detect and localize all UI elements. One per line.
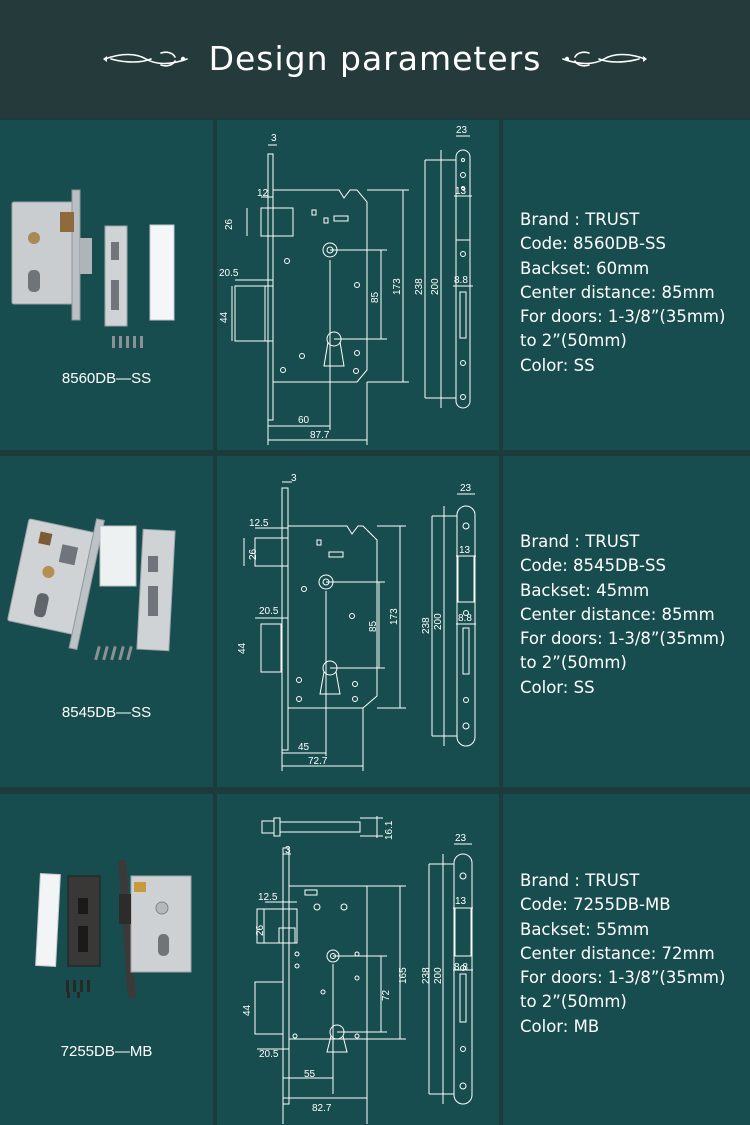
dim-label: 8.8: [458, 613, 472, 624]
technical-drawing-cell: 3 12.5 26 20.5 44 85 173 238 200 45 72.7…: [217, 456, 499, 787]
dim-label: 72.7: [308, 756, 328, 767]
product-photo-cell: 8545DB—SS: [0, 456, 213, 787]
specifications-cell: Brand : TRUST Code: 8560DB-SS Backset: 6…: [503, 120, 750, 450]
dim-label: 23: [460, 483, 472, 494]
page-title: Design parameters: [208, 39, 542, 78]
dim-label: 238: [421, 617, 432, 634]
dim-label: 87.7: [310, 430, 330, 441]
dim-label: 3: [271, 133, 277, 144]
product-photo-cell: 8560DB—SS: [0, 120, 213, 450]
dim-label: 13: [455, 896, 467, 907]
spec-center-distance: Center distance: 72mm: [520, 943, 715, 963]
spec-list: Brand : TRUST Code: 7255DB-MB Backset: 5…: [520, 869, 746, 1039]
dim-label: 44: [219, 311, 230, 323]
spec-doors-range: to 2”(50mm): [520, 653, 627, 673]
dim-label: 26: [255, 924, 266, 936]
dim-label: 12: [257, 188, 269, 199]
dim-label: 13: [455, 186, 467, 197]
spec-center-distance: Center distance: 85mm: [520, 604, 715, 624]
dim-label: 200: [433, 613, 444, 630]
page-header: Design parameters: [0, 0, 750, 117]
spec-doors-range: to 2”(50mm): [520, 331, 627, 351]
spec-backset: Backset: 60mm: [520, 258, 650, 278]
dim-label: 13: [459, 545, 471, 556]
spec-doors: For doors: 1-3/8”(35mm): [520, 968, 726, 988]
lock-technical-drawing: 16.1 3 12.5 26 44 20.5 72 165 238 200 55…: [242, 816, 473, 1124]
dim-label: 8.8: [454, 275, 468, 286]
dim-label: 173: [389, 608, 400, 625]
spec-doors: For doors: 1-3/8”(35mm): [520, 307, 726, 327]
dim-label: 82.7: [312, 1103, 332, 1114]
specifications-cell: Brand : TRUST Code: 7255DB-MB Backset: 5…: [503, 794, 750, 1125]
spec-color: Color: MB: [520, 1016, 600, 1036]
dim-label: 165: [398, 967, 409, 984]
product-photo-cell: 7255DB—MB: [0, 794, 213, 1125]
spec-code: Code: 7255DB-MB: [520, 895, 671, 915]
dim-label: 44: [242, 1004, 253, 1016]
dim-label: 60: [298, 415, 310, 426]
lock-photo-image: [7, 518, 176, 661]
dim-label: 45: [298, 742, 310, 753]
spec-color: Color: SS: [520, 355, 595, 375]
spec-backset: Backset: 55mm: [520, 919, 650, 939]
spec-doors: For doors: 1-3/8”(35mm): [520, 629, 726, 649]
lock-technical-drawing: 3 12 26 20.5 44 85 173 238 200 60 87.7 2…: [219, 125, 473, 445]
dim-label: 3: [285, 845, 291, 856]
dim-label: 85: [368, 620, 379, 632]
spec-brand: Brand : TRUST: [520, 871, 640, 890]
dim-label: 72: [381, 989, 392, 1001]
dim-label: 26: [224, 218, 235, 230]
dim-label: 173: [392, 278, 403, 295]
left-ornament-icon: [102, 50, 188, 67]
spec-backset: Backset: 45mm: [520, 580, 650, 600]
product-model-label: 8560DB—SS: [61, 370, 152, 387]
dim-label: 238: [414, 278, 425, 295]
spec-brand: Brand : TRUST: [520, 210, 640, 229]
spec-code: Code: 8545DB-SS: [520, 556, 666, 576]
spec-brand: Brand : TRUST: [520, 532, 640, 551]
lock-photo-image: [11, 189, 175, 348]
dim-label: 20.5: [259, 1049, 279, 1060]
dim-label: 23: [455, 833, 467, 844]
dim-label: 200: [430, 278, 441, 295]
dim-label: 20.5: [259, 606, 279, 617]
spec-doors-range: to 2”(50mm): [520, 992, 627, 1012]
product-model-label: 8545DB—SS: [61, 704, 152, 721]
dim-label: 8.8: [454, 962, 468, 973]
dim-label: 16.1: [384, 820, 395, 840]
dim-label: 26: [248, 548, 259, 560]
dim-label: 238: [421, 967, 432, 984]
dim-label: 200: [433, 967, 444, 984]
dim-label: 55: [304, 1069, 316, 1080]
spec-color: Color: SS: [520, 677, 595, 697]
spec-list: Brand : TRUST Code: 8545DB-SS Backset: 4…: [520, 530, 746, 700]
dim-label: 12.5: [249, 518, 269, 529]
lock-technical-drawing: 3 12.5 26 20.5 44 85 173 238 200 45 72.7…: [237, 473, 476, 771]
spec-center-distance: Center distance: 85mm: [520, 282, 715, 302]
dim-label: 12.5: [258, 892, 278, 903]
spec-code: Code: 8560DB-SS: [520, 234, 666, 254]
spec-list: Brand : TRUST Code: 8560DB-SS Backset: 6…: [520, 208, 746, 378]
lock-photo-image: [35, 859, 192, 999]
dim-label: 3: [291, 473, 297, 484]
product-model-label: 7255DB—MB: [60, 1043, 153, 1060]
dim-label: 20.5: [219, 268, 239, 279]
dim-label: 23: [456, 125, 468, 136]
technical-drawing-cell: 3 12 26 20.5 44 85 173 238 200 60 87.7 2…: [217, 120, 499, 450]
dim-label: 44: [237, 642, 248, 654]
right-ornament-icon: [562, 50, 648, 67]
technical-drawing-cell: 16.1 3 12.5 26 44 20.5 72 165 238 200 55…: [217, 794, 499, 1125]
dim-label: 85: [370, 291, 381, 303]
specifications-cell: Brand : TRUST Code: 8545DB-SS Backset: 4…: [503, 456, 750, 787]
